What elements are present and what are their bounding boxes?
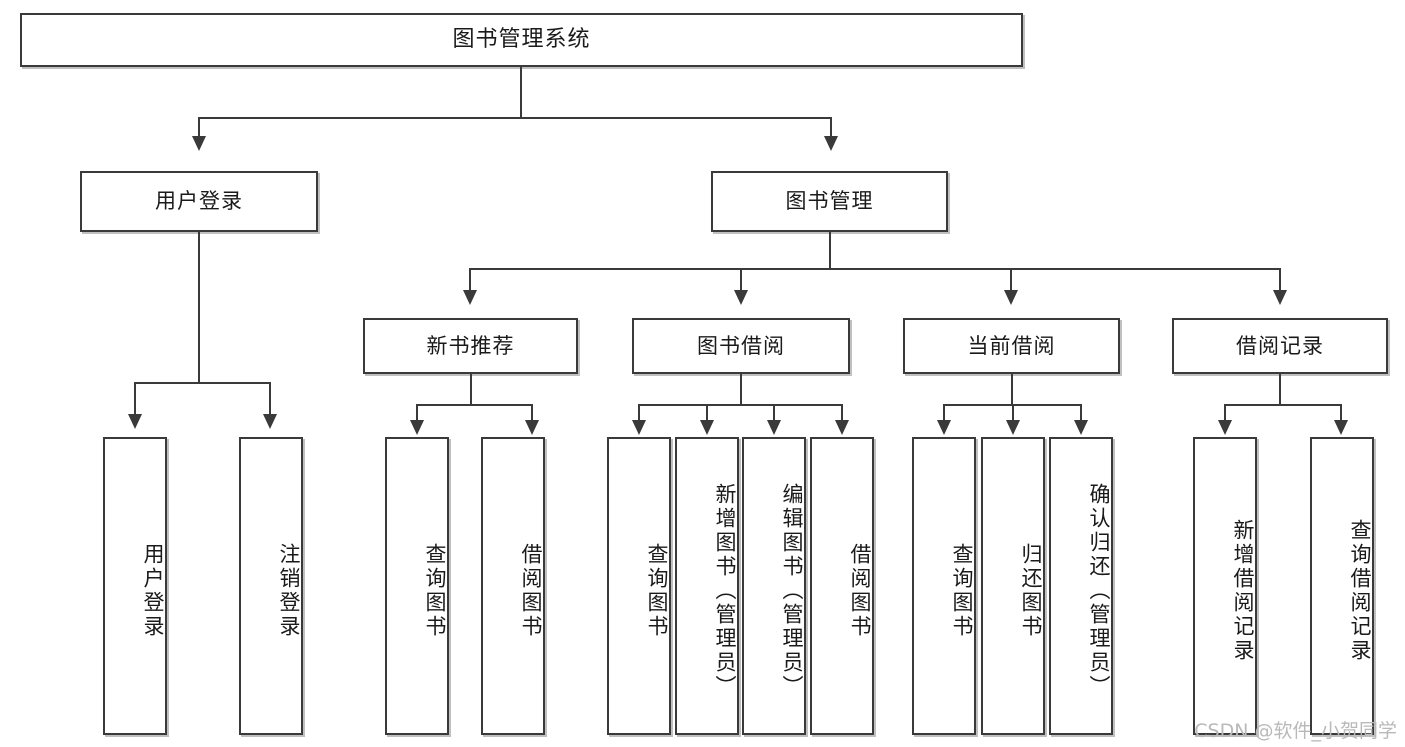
arrowhead-bb-leaf-3 (835, 420, 849, 435)
arrowhead-bb-leaf-0 (632, 420, 646, 435)
arrowhead-bb-leaf-2 (767, 420, 781, 435)
node-label: 用户登录 (141, 543, 165, 639)
node-label: 确认归还（管理员） (1087, 483, 1111, 699)
connector-book-borrow-bus (638, 404, 843, 406)
connector-book-borrow-stem (740, 374, 742, 404)
node-label: 注销登录 (277, 543, 301, 639)
node-book-borrow[interactable]: 图书借阅 (632, 318, 850, 374)
node-label: 借阅记录 (1236, 333, 1324, 358)
leaf-current-return-book[interactable]: 归还图书 (981, 437, 1045, 735)
arrowhead-borrow-record (1273, 290, 1287, 305)
leaf-record-add-record[interactable]: 新增借阅记录 (1193, 437, 1257, 735)
node-label: 图书管理 (785, 189, 874, 214)
leaf-record-query-record[interactable]: 查询借阅记录 (1310, 437, 1374, 735)
connector-user-login-drop-0 (134, 382, 136, 416)
node-label: 查询图书 (645, 543, 669, 639)
node-label: 归还图书 (1019, 543, 1043, 639)
arrowhead-cb-leaf-0 (937, 420, 951, 435)
connector-cb-drop-1 (1012, 404, 1014, 422)
node-label: 用户登录 (155, 189, 243, 214)
leaf-borrow-borrow-book[interactable]: 借阅图书 (810, 437, 874, 735)
connector-book-mgmt-drop-1 (740, 268, 742, 292)
connector-root-to-book-mgmt (830, 117, 832, 139)
node-label: 图书借阅 (697, 333, 785, 358)
arrowhead-book-mgmt (824, 136, 838, 151)
connector-cb-drop-2 (1080, 404, 1082, 422)
connector-root-bus (198, 117, 832, 119)
arrowhead-leaf-user-login (128, 414, 142, 429)
connector-borrow-record-bus (1224, 404, 1342, 406)
node-new-book-recommend[interactable]: 新书推荐 (363, 318, 578, 374)
connector-root-to-user-login (198, 117, 200, 139)
connector-new-book-bus (416, 404, 533, 406)
leaf-current-query-book[interactable]: 查询图书 (912, 437, 976, 735)
connector-new-book-stem (470, 374, 472, 404)
leaf-newbook-query-book[interactable]: 查询图书 (385, 437, 449, 735)
arrowhead-br-leaf-1 (1334, 420, 1348, 435)
connector-new-book-drop-1 (531, 404, 533, 422)
arrowhead-leaf-logout (263, 414, 277, 429)
connector-bb-drop-1 (706, 404, 708, 422)
arrowhead-br-leaf-0 (1218, 420, 1232, 435)
connector-root-stem (520, 67, 522, 117)
connector-book-mgmt-stem (829, 232, 831, 268)
connector-borrow-record-stem (1279, 374, 1281, 404)
connector-br-drop-1 (1340, 404, 1342, 422)
arrowhead-cb-leaf-2 (1074, 420, 1088, 435)
arrowhead-cb-leaf-1 (1006, 420, 1020, 435)
arrowhead-nb-leaf-1 (525, 420, 539, 435)
leaf-newbook-borrow-book[interactable]: 借阅图书 (481, 437, 545, 735)
node-borrow-record[interactable]: 借阅记录 (1172, 318, 1388, 374)
leaf-user-login[interactable]: 用户登录 (103, 437, 167, 735)
connector-new-book-drop-0 (416, 404, 418, 422)
connector-bb-drop-0 (638, 404, 640, 422)
arrowhead-user-login (192, 136, 206, 151)
connector-bb-drop-3 (841, 404, 843, 422)
connector-user-login-drop-1 (269, 382, 271, 416)
node-label: 新书推荐 (426, 333, 515, 358)
leaf-borrow-edit-book-admin[interactable]: 编辑图书（管理员） (742, 437, 806, 735)
connector-user-login-stem (198, 232, 200, 382)
arrowhead-bb-leaf-1 (700, 420, 714, 435)
node-label: 新增借阅记录 (1231, 519, 1255, 663)
node-book-management[interactable]: 图书管理 (711, 171, 948, 232)
node-label: 新增图书（管理员） (713, 483, 737, 699)
connector-bb-drop-2 (773, 404, 775, 422)
node-label: 查询图书 (950, 543, 974, 639)
connector-book-mgmt-drop-0 (469, 268, 471, 292)
node-label: 借阅图书 (519, 543, 543, 639)
node-label: 图书管理系统 (452, 27, 591, 53)
node-root-system[interactable]: 图书管理系统 (20, 13, 1023, 67)
connector-book-mgmt-bus (469, 268, 1281, 270)
node-label: 编辑图书（管理员） (780, 483, 804, 699)
node-user-login[interactable]: 用户登录 (80, 171, 318, 232)
node-label: 查询借阅记录 (1348, 519, 1372, 663)
leaf-borrow-query-book[interactable]: 查询图书 (607, 437, 671, 735)
arrowhead-new-book (463, 290, 477, 305)
arrowhead-current-borrow (1004, 290, 1018, 305)
connector-book-mgmt-drop-3 (1279, 268, 1281, 292)
node-label: 查询图书 (423, 543, 447, 639)
connector-cb-drop-0 (943, 404, 945, 422)
connector-current-borrow-stem (1011, 374, 1013, 404)
arrowhead-book-borrow (734, 290, 748, 305)
arrowhead-nb-leaf-0 (410, 420, 424, 435)
connector-br-drop-0 (1224, 404, 1226, 422)
node-label: 借阅图书 (848, 543, 872, 639)
connector-user-login-bus (134, 382, 271, 384)
leaf-current-confirm-return-admin[interactable]: 确认归还（管理员） (1049, 437, 1113, 735)
leaf-borrow-add-book-admin[interactable]: 新增图书（管理员） (675, 437, 739, 735)
leaf-logout[interactable]: 注销登录 (239, 437, 303, 735)
node-label: 当前借阅 (967, 333, 1056, 358)
connector-book-mgmt-drop-2 (1010, 268, 1012, 292)
node-current-borrow[interactable]: 当前借阅 (903, 318, 1120, 374)
